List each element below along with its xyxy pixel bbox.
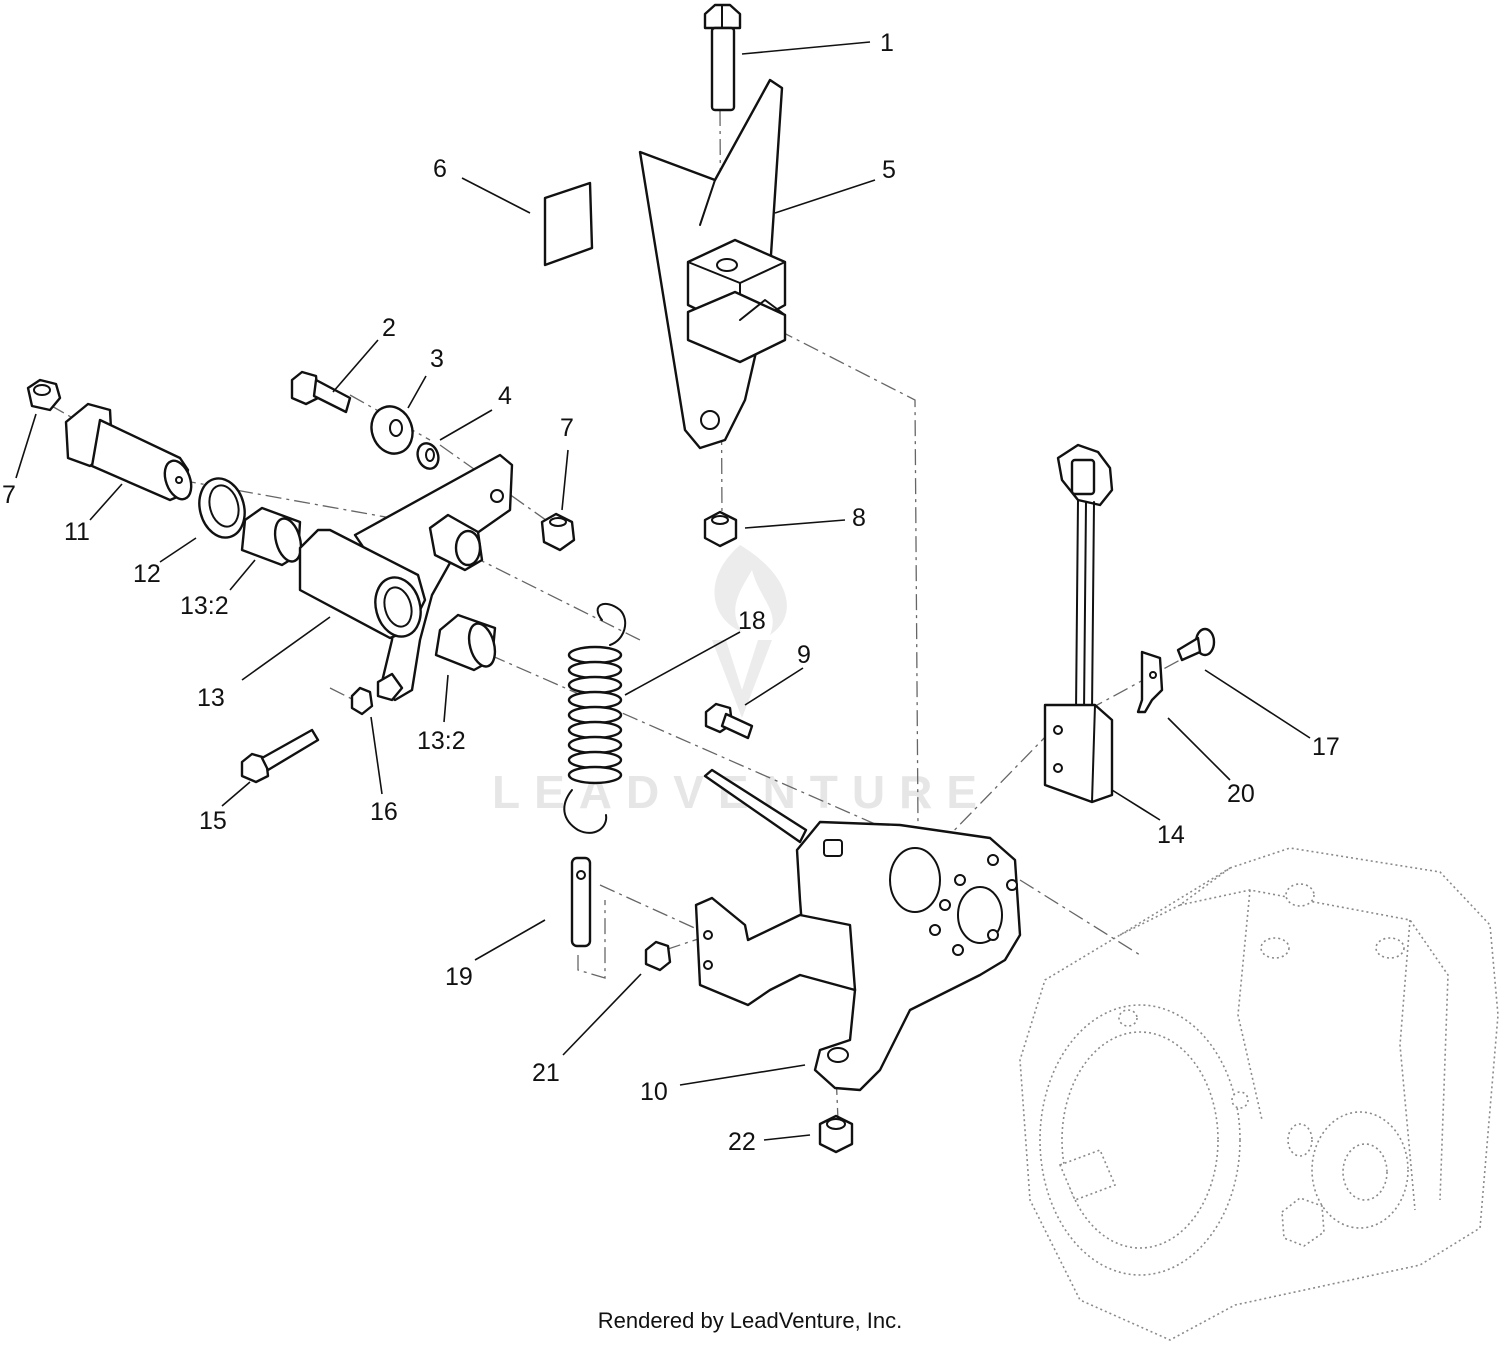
callout-10: 10 xyxy=(640,1078,668,1106)
footer-credit: Rendered by LeadVenture, Inc. xyxy=(597,1308,903,1333)
callout-8: 8 xyxy=(852,504,866,532)
part-16-nut xyxy=(350,686,374,716)
callout-21: 21 xyxy=(532,1059,560,1087)
part-7-nut-right xyxy=(540,512,576,552)
part-7-nut-left xyxy=(26,378,62,412)
part-15-bolt xyxy=(240,728,320,784)
callout-4: 4 xyxy=(498,382,512,410)
part-5-lever xyxy=(638,78,787,450)
callout-18: 18 xyxy=(738,607,766,635)
part-1-bolt xyxy=(703,3,742,112)
watermark: LEADVENTURE xyxy=(492,545,977,818)
callout-14: 14 xyxy=(1157,821,1185,849)
callout-9: 9 xyxy=(797,641,811,669)
callout-16: 16 xyxy=(370,798,398,826)
callout-22: 22 xyxy=(728,1128,756,1156)
part-6-decal xyxy=(543,181,594,267)
callout-5: 5 xyxy=(882,156,896,184)
callout-2: 2 xyxy=(382,314,396,342)
part-11-shaft xyxy=(64,402,193,502)
part-14-sensor xyxy=(1043,443,1114,804)
part-22-nut xyxy=(818,1114,854,1154)
callout-1: 1 xyxy=(880,29,894,57)
part-2-bolt xyxy=(290,370,352,414)
callout-17: 17 xyxy=(1312,733,1340,761)
callout-15: 15 xyxy=(199,807,227,835)
callout-7-left: 7 xyxy=(2,481,16,509)
part-12-ring xyxy=(198,477,246,539)
part-8-nut xyxy=(703,510,738,548)
part-20-clip xyxy=(1136,650,1164,714)
callout-13-2-upper: 13:2 xyxy=(180,592,229,620)
callout-12: 12 xyxy=(133,560,161,588)
pump-housing-outline xyxy=(1019,847,1499,1341)
part-13-2-bushing-lower xyxy=(434,613,497,672)
part-3-spacer xyxy=(370,405,414,455)
leader-lines xyxy=(15,41,1311,1141)
callout-19: 19 xyxy=(445,963,473,991)
callout-7-right: 7 xyxy=(560,414,574,442)
part-10-bracket xyxy=(694,768,1022,1092)
callout-20: 20 xyxy=(1227,780,1255,808)
part-17-screw xyxy=(1176,627,1216,662)
part-4-washer xyxy=(416,442,440,470)
callout-11: 11 xyxy=(64,518,90,546)
part-19-pin xyxy=(570,856,592,948)
part-13-2-bushing-upper xyxy=(240,506,303,567)
part-18-spring xyxy=(563,602,627,834)
callout-13-2-lower: 13:2 xyxy=(417,727,466,755)
spring-coils xyxy=(567,645,623,785)
part-21-nut xyxy=(644,940,672,972)
callout-6: 6 xyxy=(433,155,447,183)
callout-13: 13 xyxy=(197,684,225,712)
part-9-bolt xyxy=(704,702,754,740)
callout-labels: 1 2 3 4 5 6 7 7 8 9 10 11 12 13 13:2 13:… xyxy=(2,29,1340,1156)
callout-3: 3 xyxy=(430,345,444,373)
part-13-lever-arm xyxy=(298,453,514,702)
